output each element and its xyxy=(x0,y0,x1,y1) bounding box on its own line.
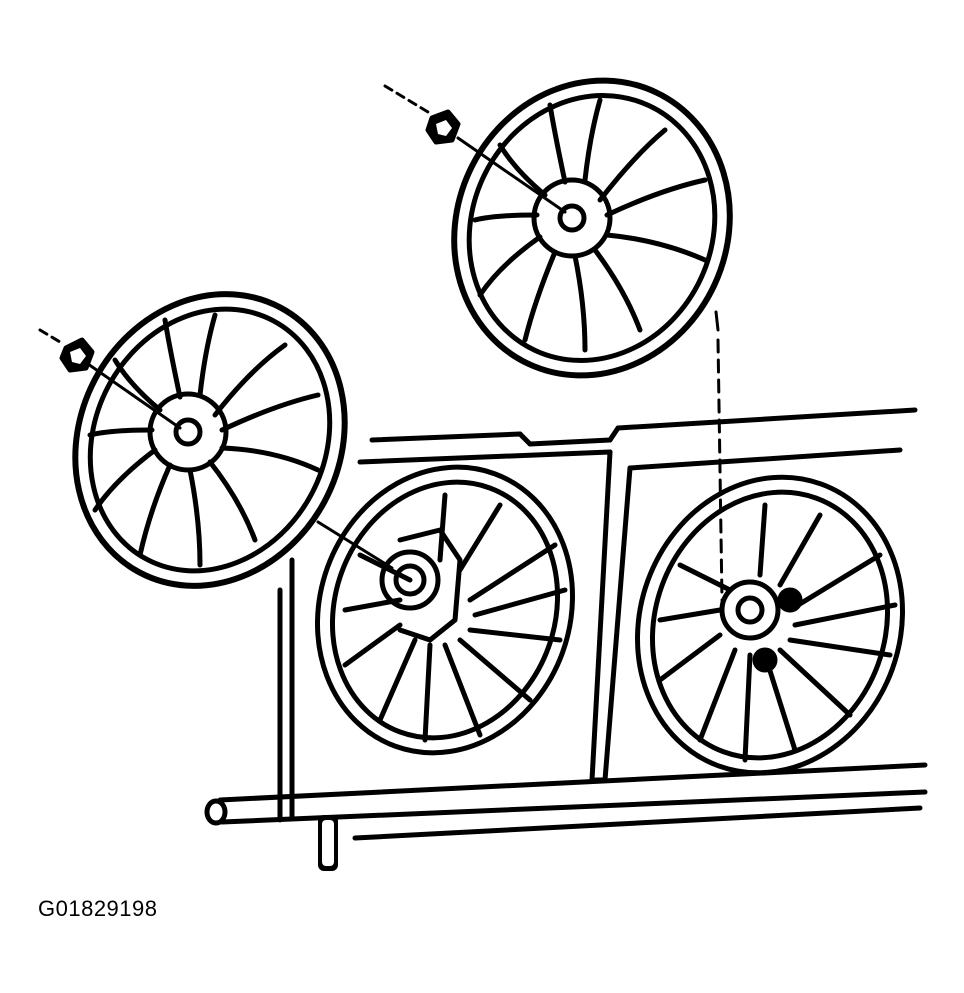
retaining-nut-left xyxy=(59,337,95,373)
fan-blade-left-exploded xyxy=(72,291,348,589)
fan-blade-right-blades xyxy=(472,97,708,353)
retaining-nut-right xyxy=(425,109,461,145)
fan-blade-left-blades xyxy=(87,312,321,568)
mounted-fan-right-blades xyxy=(657,502,898,763)
fan-blade-right-exploded xyxy=(451,77,733,379)
figure-id-label: G01829198 xyxy=(38,896,158,921)
mounted-fan-right xyxy=(635,474,905,776)
mounted-fan-left xyxy=(314,464,576,756)
alignment-lines xyxy=(38,84,724,602)
fan-shroud-frame xyxy=(204,407,928,871)
